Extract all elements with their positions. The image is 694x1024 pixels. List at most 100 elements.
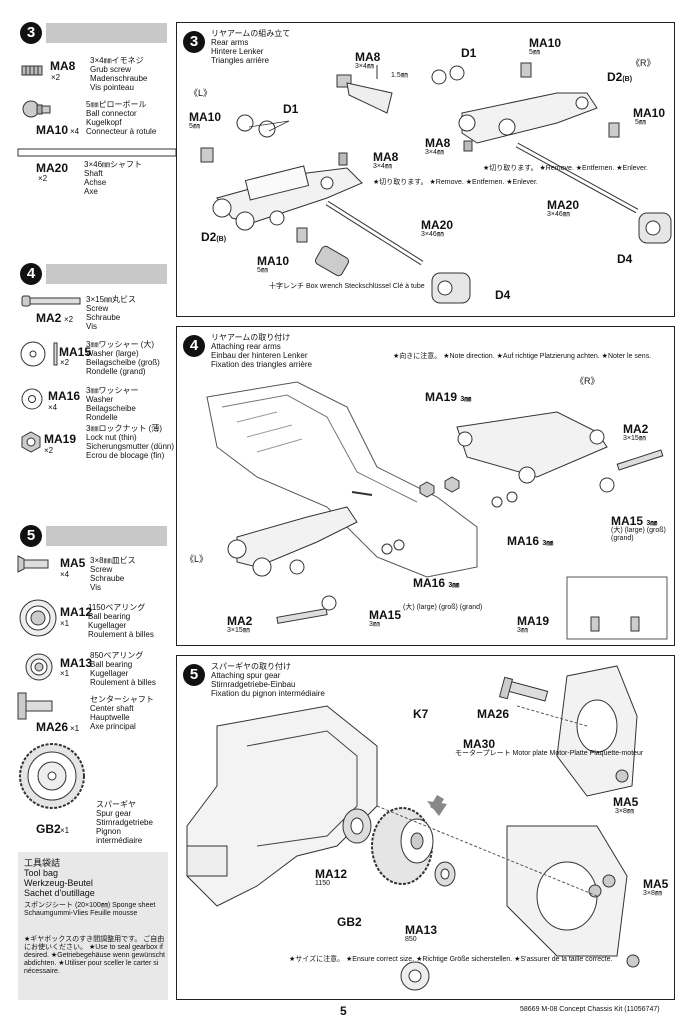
- part-ma13-code: MA13: [60, 656, 93, 670]
- p3-ma10-topleft: MA10: [189, 110, 222, 124]
- part-ma12-qty: ×1: [60, 619, 70, 628]
- rear-arms-diagram: [200, 62, 672, 304]
- step-5-panel: 5 スパーギヤの取り付け Attaching spur gear Stirnra…: [176, 655, 675, 1000]
- grub-screw-icon: [21, 65, 43, 76]
- p3-ma20-left: MA20: [421, 218, 454, 232]
- part-ma16-name: 3㎜ワッシャー Washer Beilagscheibe Rondelle: [86, 386, 139, 422]
- step-4-number: 4: [20, 263, 42, 285]
- p5-ma30-desc: モータープレート Motor plate Motor-Platte Plaque…: [455, 750, 644, 757]
- part-ma2-name: 3×15㎜丸ビス Screw Schraube Vis: [86, 295, 137, 331]
- p5-ma13-label: MA13: [405, 923, 438, 937]
- part-ma5-code: MA5: [60, 556, 86, 570]
- part-ma8-code: MA8: [50, 59, 76, 73]
- p3-left-marker: 《L》: [189, 88, 213, 98]
- ball-bearing-large-icon: [19, 599, 57, 637]
- p3-ma8-mid: MA8: [373, 150, 399, 164]
- part-ma12-name: 1150ベアリング Ball bearing Kugellager Roulem…: [88, 603, 154, 639]
- p3-ma10-right-size: 5㎜: [635, 119, 646, 126]
- part-ma8-qty: ×2: [51, 73, 61, 82]
- step-3-number: 3: [20, 22, 42, 44]
- p5-ma26-label: MA26: [477, 707, 510, 721]
- p4-ma15-right: MA15 3㎜: [611, 514, 658, 528]
- part-ma15-code: MA15: [59, 345, 92, 359]
- p5-ma30-label: MA30: [463, 737, 496, 751]
- p4-ma15-left-desc: (大) (large) (groß) (grand): [403, 604, 483, 611]
- p5-ma12-label: MA12: [315, 867, 348, 881]
- shaft-icon: [17, 148, 177, 157]
- p5-ma5-top-size: 3×8㎜: [615, 808, 634, 815]
- center-shaft-icon: [17, 692, 53, 720]
- spur-gear-diagram: [186, 665, 640, 991]
- p3-d2-left: D2(B): [201, 230, 227, 244]
- p3-d4-left: D4: [495, 288, 511, 302]
- step-3-bar: [46, 23, 167, 43]
- part-ma26-code: MA26: [36, 720, 69, 734]
- part-ma10-qty: ×4: [70, 127, 80, 136]
- p4-left-marker: 《L》: [185, 554, 209, 564]
- part-ma15-qty: ×2: [60, 358, 70, 367]
- p5-gb2-label: GB2: [337, 915, 362, 929]
- kit-reference: 58669 M-08 Concept Chassis Kit (11056747…: [520, 1006, 660, 1013]
- part-gb2-qty: ×1: [60, 826, 70, 835]
- panel-4-number: 4: [183, 335, 205, 357]
- step-3-panel: 3 リヤアームの組み立て Rear arms Hintere Lenker Tr…: [176, 22, 675, 317]
- p4-ma19-label: MA19 3㎜: [425, 390, 472, 404]
- screw-icon: [21, 295, 81, 307]
- washer-large-icon: [20, 341, 58, 367]
- p4-ma16-left: MA16 3㎜: [413, 576, 460, 590]
- p4-ma16-right: MA16 3㎜: [507, 534, 554, 548]
- part-ma5-name: 3×8㎜皿ビス Screw Schraube Vis: [90, 556, 136, 592]
- page-number: 5: [340, 1004, 347, 1018]
- sponge-note: ★ギヤボックスのすき間調整用です。 ご自由にお使いください。 ★Use to s…: [24, 936, 165, 975]
- p5-ma5-bottom: MA5: [643, 877, 669, 891]
- p5-ma5-bottom-size: 3×8㎜: [643, 890, 662, 897]
- part-ma5-qty: ×4: [60, 570, 70, 579]
- part-ma20-code: MA20: [36, 161, 69, 175]
- p3-ma20-left-size: 3×46㎜: [421, 231, 444, 238]
- p3-ma10-bottomleft-size: 5㎜: [257, 267, 268, 274]
- ball-bearing-small-icon: [25, 653, 53, 681]
- part-ma16-code: MA16: [48, 389, 81, 403]
- part-ma8-name: 3×4㎜イモネジ Grub screw Madenschraube Vis po…: [90, 56, 148, 92]
- p3-ma10-topright: MA10: [529, 36, 562, 50]
- lock-nut-icon: [21, 431, 41, 453]
- countersunk-screw-icon: [17, 555, 49, 573]
- part-gb2-code: GB2: [36, 822, 61, 836]
- step-5-number: 5: [20, 525, 42, 547]
- p3-ma8-mid-size: 3×4㎜: [373, 163, 392, 170]
- p5-ma13-size: 850: [405, 936, 417, 943]
- p4-ma2-right: MA2: [623, 422, 649, 436]
- part-ma26-name: センターシャフト Center shaft Hauptwelle Axe pri…: [90, 695, 154, 731]
- p3-d1-left: D1: [283, 102, 299, 116]
- p3-ma8-right: MA8: [425, 136, 451, 150]
- panel-5-number: 5: [183, 664, 205, 686]
- p4-ma2-left-size: 3×15㎜: [227, 627, 250, 634]
- panel-3-number: 3: [183, 31, 205, 53]
- p3-d4-right: D4: [617, 252, 633, 266]
- p4-ma19-inset: MA19: [517, 614, 550, 628]
- part-ma20-qty: ×2: [38, 174, 48, 183]
- part-ma19-name: 3㎜ロックナット (薄) Lock nut (thin) Sicherungsm…: [86, 424, 175, 460]
- tool-bag-box: 工具袋詰 Tool bag Werkzeug-Beutel Sachet d'o…: [18, 852, 168, 1000]
- p3-ma10-topright-size: 5㎜: [529, 49, 540, 56]
- part-ma2-code: MA2: [36, 311, 62, 325]
- part-ma19-qty: ×2: [44, 446, 54, 455]
- panel-3-title: リヤアームの組み立て Rear arms Hintere Lenker Tria…: [211, 29, 291, 65]
- ball-connector-icon: [22, 100, 51, 118]
- tool-bag-title: 工具袋詰 Tool bag Werkzeug-Beutel Sachet d'o…: [24, 858, 95, 898]
- p3-ma8-right-size: 3×4㎜: [425, 149, 444, 156]
- spur-gear-icon: [19, 743, 85, 809]
- p3-box-wrench-text: 十字レンチ Box wrench Steckschlüssel Clé à tu…: [269, 283, 425, 290]
- p3-ma20-right-size: 3×46㎜: [547, 211, 570, 218]
- p4-direction-note: ★向きに注意。 ★Note direction. ★Auf richtige P…: [393, 353, 652, 360]
- step-4-bar: [46, 264, 167, 284]
- washer-icon: [21, 388, 43, 410]
- part-ma2-qty: ×2: [64, 315, 74, 324]
- p5-k7-label: K7: [413, 707, 429, 721]
- part-ma13-qty: ×1: [60, 669, 70, 678]
- panel-5-title: スパーギヤの取り付け Attaching spur gear Stirnradg…: [211, 662, 325, 698]
- p3-cut-note-right: ★切り取ります。 ★Remove. ★Entfernen. ★Enlever.: [483, 165, 648, 172]
- p5-ma5-top: MA5: [613, 795, 639, 809]
- p3-dimension: 1.5㎜: [391, 72, 408, 79]
- step-4-panel: 4 リヤアームの取り付け Attaching rear arms Einbau …: [176, 326, 675, 646]
